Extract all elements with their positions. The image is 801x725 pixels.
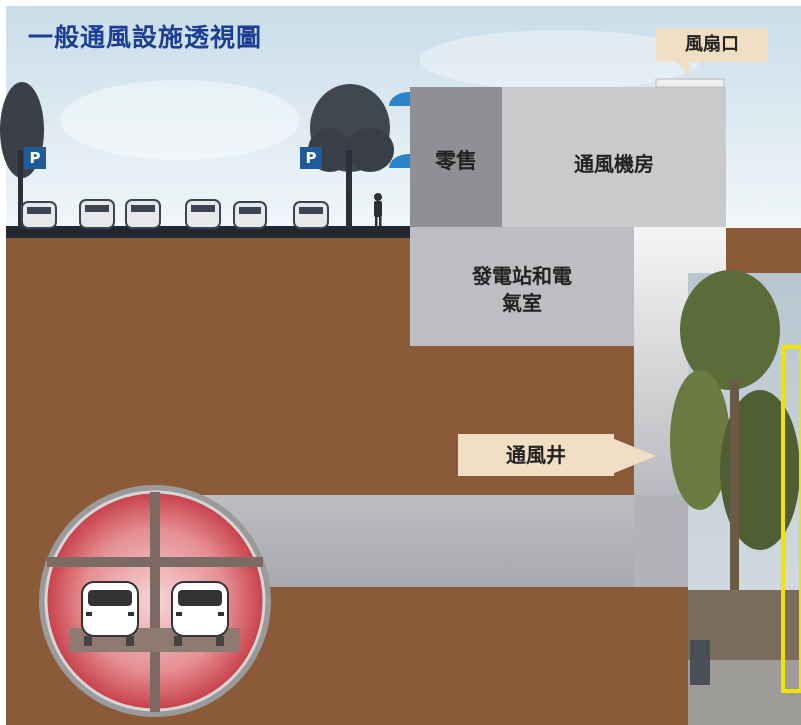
vent-outlet-callout: 風扇口	[656, 28, 768, 62]
retail-label: 零售	[435, 149, 477, 173]
parking-sign-left	[24, 147, 46, 169]
subway-tunnel	[39, 485, 271, 717]
vent-room-block	[502, 87, 726, 227]
parking-sign-letter-right: P	[305, 149, 317, 167]
power-room-block	[410, 227, 634, 346]
vent-shaft-label: 通風井	[506, 443, 566, 467]
vent-shaft-callout: 通風井	[458, 434, 614, 476]
diagram-title: 一般通風設施透視圖	[28, 23, 263, 52]
vent-room-label: 通風機房	[574, 152, 654, 176]
parking-sign-right	[300, 147, 322, 169]
tree-right	[308, 84, 394, 228]
train-left	[81, 581, 139, 646]
vent-outlet-callout-arrow	[674, 60, 690, 76]
pedestrian	[374, 193, 382, 227]
power-room-label-line2: 氣室	[502, 291, 542, 315]
vent-duct	[200, 495, 688, 587]
retail-block	[410, 87, 502, 227]
power-room-label-line1: 發電站和電	[472, 264, 572, 288]
fan-outlet	[655, 78, 725, 88]
power-room-label: 發電站和電 氣室	[410, 263, 634, 317]
vent-outlet-label: 風扇口	[685, 34, 739, 55]
vent-shaft-callout-arrow	[612, 438, 656, 474]
street-photo-inset	[670, 270, 801, 725]
train-right	[171, 581, 229, 646]
awnings	[388, 91, 410, 168]
parked-cars	[21, 199, 329, 229]
photo-highlight-frame	[781, 345, 801, 693]
parking-sign-letter-left: P	[29, 149, 41, 167]
